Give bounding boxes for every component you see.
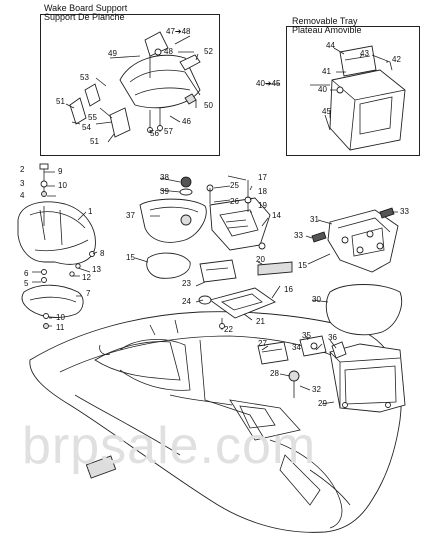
leader-lines xyxy=(32,35,398,405)
callout-10-top: 10 xyxy=(58,181,67,190)
callout-56: 56 xyxy=(150,129,159,138)
callout-3: 3 xyxy=(20,179,25,188)
callout-14: 14 xyxy=(272,211,281,220)
callout-47-48: 47➔48 xyxy=(166,27,191,36)
callout-31: 31 xyxy=(310,215,319,224)
callout-50: 50 xyxy=(204,101,213,110)
callout-22: 22 xyxy=(224,325,233,334)
callout-6: 6 xyxy=(24,269,29,278)
callout-10-bottom: 10 xyxy=(56,313,65,322)
center-storage-parts xyxy=(139,176,293,329)
tray-parts xyxy=(310,45,406,151)
callout-46: 46 xyxy=(182,117,191,126)
callout-1: 1 xyxy=(88,207,93,216)
wake-panel-title-en: Wake Board Support xyxy=(44,3,128,13)
callout-51-top: 51 xyxy=(56,97,65,106)
callout-7: 7 xyxy=(86,289,91,298)
callout-33-left: 33 xyxy=(294,231,303,240)
callout-4: 4 xyxy=(20,191,25,200)
tray-panel-title-fr: Plateau Amovible xyxy=(292,25,362,35)
callout-40: 40 xyxy=(318,85,327,94)
callout-18: 18 xyxy=(258,187,267,196)
callout-19: 19 xyxy=(258,201,267,210)
callout-34: 34 xyxy=(292,343,301,352)
wake-panel-title-fr: Support De Planche xyxy=(44,12,125,22)
callout-48: 48 xyxy=(164,47,173,56)
callout-54: 54 xyxy=(82,123,91,132)
callout-25: 25 xyxy=(230,181,239,190)
callout-11: 11 xyxy=(56,323,65,332)
callout-49: 49 xyxy=(108,49,117,58)
callout-40-45: 40➔45 xyxy=(256,79,281,88)
tray-panel-title-en: Removable Tray xyxy=(292,16,358,26)
callout-24: 24 xyxy=(182,297,191,306)
callout-13: 13 xyxy=(92,265,101,274)
callout-51-bottom: 51 xyxy=(90,137,99,146)
callout-15-left: 15 xyxy=(126,253,135,262)
callout-29: 29 xyxy=(318,399,327,408)
callout-26: 26 xyxy=(230,197,239,206)
callout-38: 38 xyxy=(160,173,169,182)
callout-2: 2 xyxy=(20,165,25,174)
callout-23: 23 xyxy=(182,279,191,288)
callout-8: 8 xyxy=(100,249,105,258)
callout-28: 28 xyxy=(270,369,279,378)
callout-27: 27 xyxy=(258,339,267,348)
callout-57: 57 xyxy=(164,127,173,136)
callout-45: 45 xyxy=(322,107,331,116)
callout-30: 30 xyxy=(312,295,321,304)
callout-41: 41 xyxy=(322,67,331,76)
callout-32: 32 xyxy=(312,385,321,394)
callout-39: 39 xyxy=(160,187,169,196)
callout-20: 20 xyxy=(256,255,265,264)
callout-52: 52 xyxy=(204,47,213,56)
callout-42: 42 xyxy=(392,55,401,64)
callout-55: 55 xyxy=(88,113,97,122)
callout-33-right: 33 xyxy=(400,207,409,216)
callout-9: 9 xyxy=(58,167,63,176)
wake-board-parts xyxy=(69,31,201,138)
hull-drawing xyxy=(29,311,402,533)
callout-43: 43 xyxy=(360,49,369,58)
callout-17: 17 xyxy=(258,173,267,182)
callout-44: 44 xyxy=(326,41,335,50)
callout-16: 16 xyxy=(284,285,293,294)
callout-36: 36 xyxy=(328,333,337,342)
callout-37: 37 xyxy=(126,211,135,220)
callout-35: 35 xyxy=(302,331,311,340)
callout-12: 12 xyxy=(82,273,91,282)
left-side-parts xyxy=(17,163,96,329)
callout-21: 21 xyxy=(256,317,265,326)
watermark: brpsale.com xyxy=(22,417,317,475)
callout-5: 5 xyxy=(24,279,29,288)
callout-15-right: 15 xyxy=(298,261,307,270)
callout-53: 53 xyxy=(80,73,89,82)
right-side-parts xyxy=(257,207,406,413)
